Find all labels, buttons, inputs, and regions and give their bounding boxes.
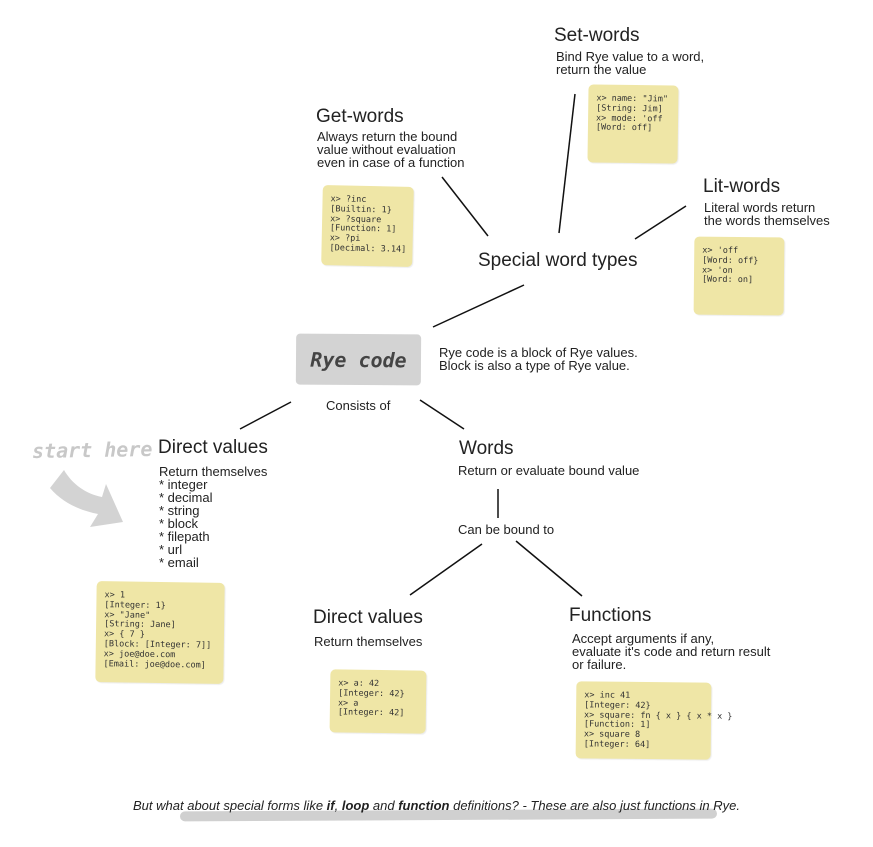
functions-title: Functions <box>569 605 652 626</box>
connector-rye-words <box>419 399 465 430</box>
footer-note: But what about special forms like if, lo… <box>133 798 740 813</box>
rye-code-box: Rye code <box>295 333 422 386</box>
rye-code-label: Rye code <box>310 347 407 372</box>
words-desc: Return or evaluate bound value <box>458 463 640 478</box>
functions-desc: Accept arguments if any, evaluate it's c… <box>572 631 771 672</box>
can-be-bound-label: Can be bound to <box>458 522 555 537</box>
lit-words-title: Lit-words <box>703 176 781 197</box>
set-words-desc: Bind Rye value to a word, return the val… <box>556 49 705 77</box>
start-arrow-icon <box>50 470 123 527</box>
lit-words-desc: Literal words return the words themselve… <box>704 200 830 228</box>
connector-rye-direct <box>239 401 292 430</box>
bound-direct-values-title: Direct values <box>313 607 423 628</box>
get-words-desc: Always return the bound value without ev… <box>317 129 465 170</box>
words-title: Words <box>459 438 514 459</box>
direct-values-title: Direct values <box>158 437 268 458</box>
special-word-types-title: Special word types <box>478 250 638 271</box>
connector-bound-direct <box>409 543 483 596</box>
connector-litwords <box>634 205 687 240</box>
start-here-label: start here <box>31 436 153 464</box>
connector-getwords <box>441 176 489 237</box>
set-words-code-note: x> name: "Jim" [String: Jim] x> mode: 'o… <box>587 84 679 164</box>
connector-special-rye <box>432 284 525 328</box>
connector-bound-functions <box>515 540 583 597</box>
connector-setwords <box>558 93 576 234</box>
lit-words-code-note: x> 'off [Word: off} x> 'on [Word: on] <box>693 236 785 316</box>
bound-direct-code-note: x> a: 42 [Integer: 42} x> a [Integer: 42… <box>329 669 427 734</box>
consists-of-label: Consists of <box>326 398 391 413</box>
direct-values-desc: Return themselves * integer * decimal * … <box>159 464 268 570</box>
get-words-title: Get-words <box>316 106 404 127</box>
functions-code-note: x> inc 41 [Integer: 42} x> square: fn { … <box>575 681 733 760</box>
rye-code-desc: Rye code is a block of Rye values. Block… <box>439 345 638 373</box>
bound-direct-values-desc: Return themselves <box>314 634 423 649</box>
direct-values-code-note: x> 1 [Integer: 1} x> "Jane" [String: Jan… <box>95 581 225 684</box>
set-words-title: Set-words <box>554 25 640 46</box>
get-words-code-note: x> ?inc [Builtin: 1} x> ?square [Functio… <box>321 185 414 267</box>
